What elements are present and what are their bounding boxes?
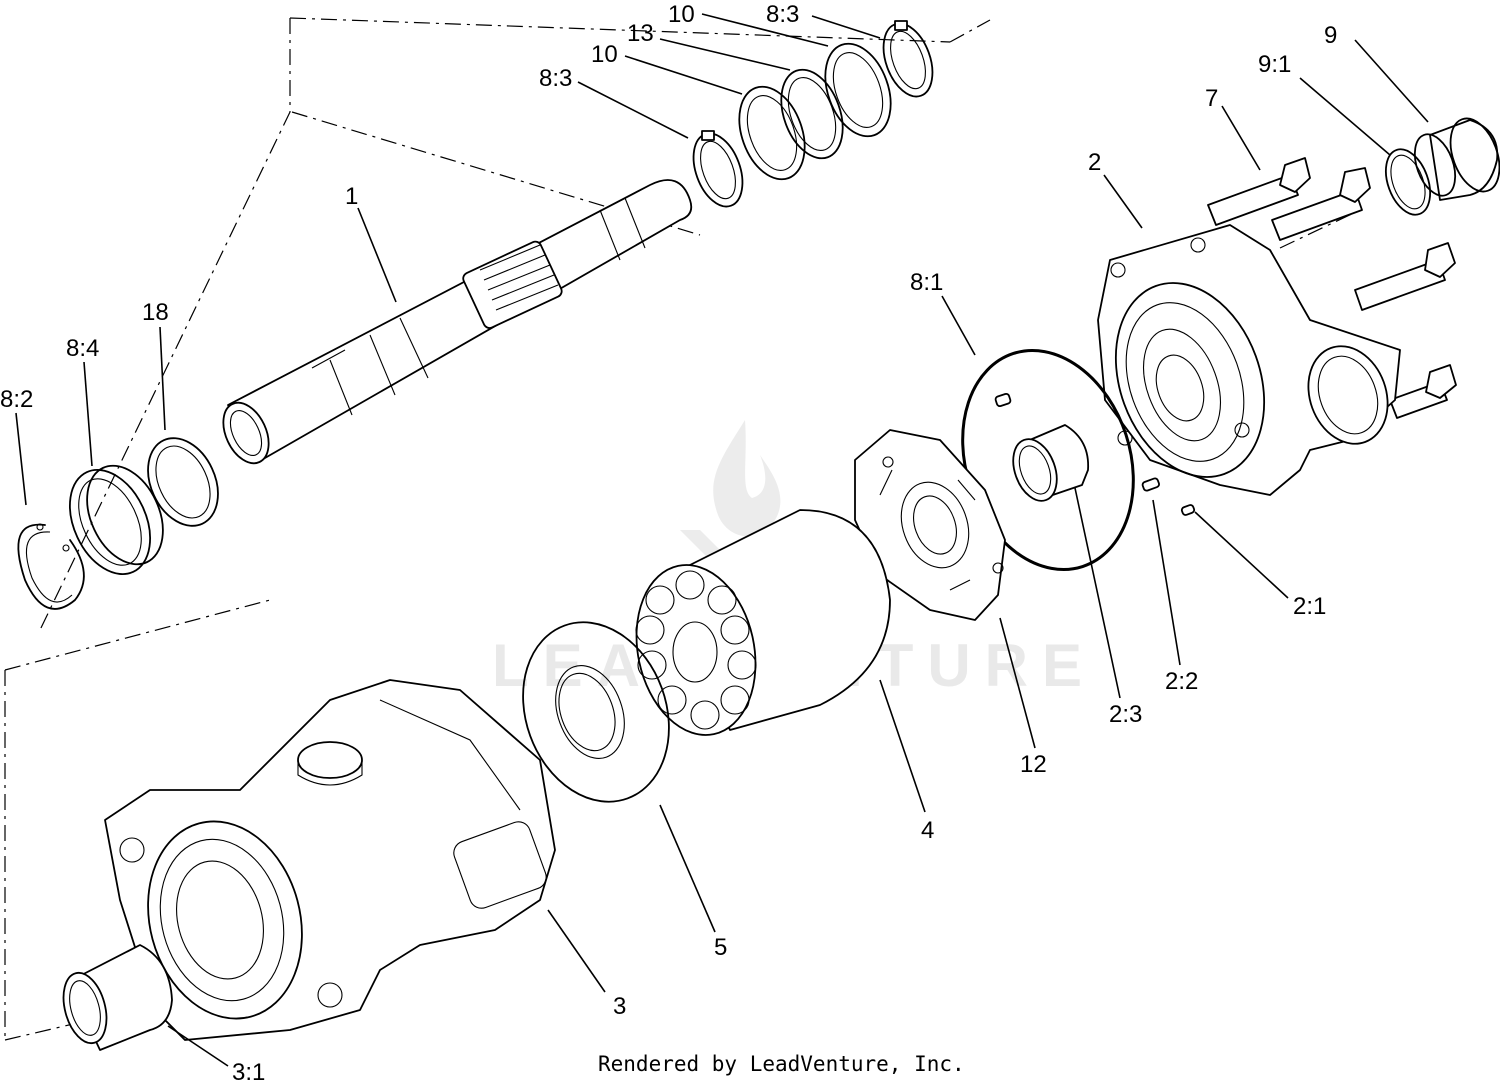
callout-5: 5 [714,934,727,961]
part-8-3-snap-ring-left [692,130,744,208]
part-18-washer [147,437,219,527]
watermark-flame-icon [713,420,781,537]
callout-3: 3 [613,993,626,1020]
part-4-cylinder-barrel [635,509,891,736]
callout-8-1: 8:1 [910,269,943,296]
callout-10-top: 10 [668,1,695,28]
callout-8-3-top: 8:3 [766,1,799,28]
callout-9-1: 9:1 [1258,51,1291,78]
piston-bores [635,570,757,730]
callout-2: 2 [1088,149,1101,176]
part-7-bolts [1207,157,1457,419]
callout-8-2: 8:2 [0,386,33,413]
part-8-2-retaining-ring [17,523,85,610]
callout-3-1: 3:1 [232,1059,265,1086]
callout-4: 4 [921,817,934,844]
part-10-washer-upper [824,42,892,138]
callout-8-3-left: 8:3 [539,65,572,92]
part-1-shaft [222,179,693,465]
callout-13: 13 [627,20,654,47]
callout-18: 18 [142,299,169,326]
callout-2-1: 2:1 [1293,593,1326,620]
part-2-3-bearing-sleeve [1012,424,1089,502]
footer-credit: Rendered by LeadVenture, Inc. [598,1052,965,1076]
part-3-motor-housing [104,679,556,1041]
callout-1: 1 [345,183,358,210]
part-2-1-pin [1180,504,1196,516]
part-13-ring [780,68,844,160]
callout-2-2: 2:2 [1165,668,1198,695]
part-8-4-bearing-ring [69,464,164,576]
callout-labels: 10 8:3 13 10 8:3 9 9:1 7 2 1 8:1 18 8:4 … [0,1,1337,1086]
callout-10-middle: 10 [591,41,618,68]
part-9-plug [1413,117,1500,201]
part-5-thrust-washer [522,621,670,803]
part-12-valve-plate [854,429,1006,621]
part-2-2-pin [1141,477,1160,492]
part-3-1-bearing [62,944,173,1051]
callout-8-4: 8:4 [66,335,99,362]
callout-12: 12 [1020,751,1047,778]
callout-2-3: 2:3 [1109,701,1142,728]
part-10-washer-lower [738,85,806,181]
callout-7: 7 [1205,85,1218,112]
part-2-end-cap-housing [1097,224,1401,496]
part-9-1-o-ring [1384,148,1432,216]
callout-9: 9 [1324,22,1337,49]
part-8-3-snap-ring-right [882,20,934,98]
leader-lines [15,13,1429,1067]
